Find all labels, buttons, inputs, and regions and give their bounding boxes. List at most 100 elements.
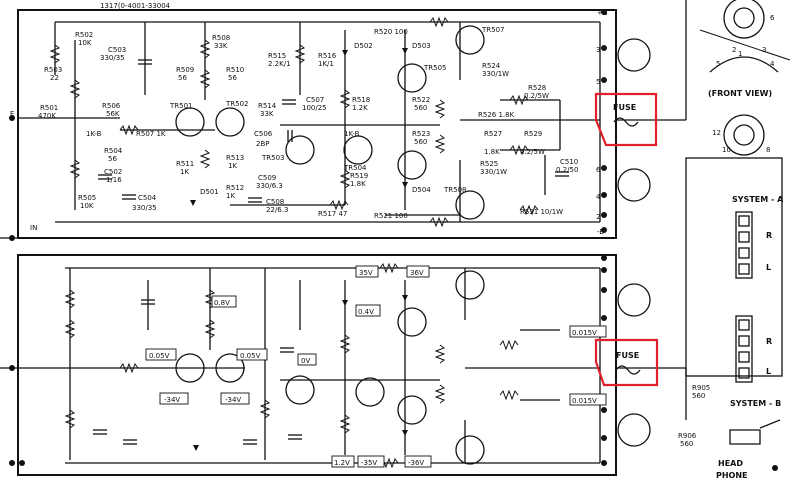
tr508-symbol	[455, 190, 485, 220]
v36-tag: 36V	[410, 269, 424, 277]
r518-value: 1.2K	[352, 104, 368, 112]
r516-label: R516	[318, 52, 337, 60]
r529-label: R529	[524, 130, 542, 138]
terminal-6: 6	[596, 166, 601, 174]
vm36-tag: -36V	[408, 459, 424, 467]
v005b-tag: 0.05V	[240, 352, 261, 360]
r520-label: R520 100	[374, 28, 408, 36]
headphone-block: R905 560 R906 560 HEAD PHONE	[678, 384, 781, 480]
r512-value: 1K	[226, 192, 235, 200]
pot-1k-b-a: 1K-B	[86, 130, 102, 138]
d502-label: D502	[354, 42, 373, 50]
r531-label: R531 10/1W	[520, 208, 563, 216]
c510-label: C510	[560, 158, 578, 166]
r515-value: 2.2K/1	[268, 60, 291, 68]
r528-value: 0.2/5W	[524, 92, 549, 100]
fuse-bottom-symbol	[615, 365, 641, 375]
r523-value: 560	[414, 138, 427, 146]
system-b-r: R	[766, 337, 772, 346]
r514-label: R514	[258, 102, 277, 110]
bottom-voltage-tags: 35V 36V 0.8V 0.4V 0.05V 0.05V 0V 0.015V …	[145, 265, 607, 468]
r525-value: 330/1W	[480, 168, 507, 176]
top-resistors	[49, 16, 539, 228]
c503-value: 330/35	[100, 54, 125, 62]
r509-label: R509	[176, 66, 194, 74]
r525-label: R525	[480, 160, 498, 168]
r518-label: R518	[352, 96, 370, 104]
r506-value: 56K	[106, 110, 120, 118]
v35-tag: 35V	[359, 269, 373, 277]
headphone-label-2: PHONE	[716, 471, 748, 480]
terminal-2: 2	[596, 213, 600, 221]
front-view-socket-bottom: 12 10 8	[712, 114, 770, 156]
top-terminals: 3 5 6 4 2	[596, 9, 607, 233]
socket-pin-8: 8	[766, 146, 770, 154]
terminal-4: 4	[596, 193, 601, 201]
tr507-symbol	[455, 25, 485, 55]
terminal-3: 3	[596, 46, 600, 54]
r509-value: 56	[178, 74, 187, 82]
v0-tag: 0V	[301, 357, 310, 365]
system-a-r: R	[766, 231, 772, 240]
header-code: 1317(0-4001-33004	[100, 2, 171, 10]
r513-label: R513	[226, 154, 244, 162]
socket-pin-4: 4	[770, 60, 775, 68]
r528-label: R528	[528, 84, 546, 92]
tr505-symbol	[397, 63, 427, 93]
speaker-panel-frame	[685, 157, 783, 377]
front-view-socket-top: 1 2 3 4 5 6 (FRONT VIEW)	[699, 0, 791, 98]
r519-value: 1.8K	[350, 180, 366, 188]
pot-1k-b-b: 1K-B	[344, 130, 360, 138]
top-caps-diodes	[98, 48, 569, 206]
r501-value: 470K	[38, 112, 56, 120]
bottom-terminals	[9, 115, 607, 466]
r527-value: 1.8K	[484, 148, 500, 156]
system-b-l: L	[766, 367, 771, 376]
c508-value: 22/6.3	[266, 206, 288, 214]
r524-value: 330/1W	[482, 70, 509, 78]
r905-label: R905	[692, 384, 710, 392]
system-b-block: R L SYSTEM - B	[730, 315, 781, 408]
r511-value: 1K	[180, 168, 189, 176]
v12-tag: 1.2V	[334, 459, 350, 467]
tr505-label: TR505	[423, 64, 447, 72]
v005a-tag: 0.05V	[149, 352, 170, 360]
r504-label: R504	[104, 147, 123, 155]
bottom-transistors	[175, 270, 651, 465]
r502-label: R502	[75, 31, 93, 39]
socket-pin-12: 12	[712, 129, 721, 137]
r503-value: 22	[50, 74, 59, 82]
fuse-top-symbol	[613, 117, 639, 127]
r514-value: 33K	[260, 110, 274, 118]
d501-label: D501	[200, 188, 219, 196]
output-transistor-top-1	[617, 38, 651, 72]
r503-label: R503	[44, 66, 62, 74]
fuse-top-label: FUSE	[613, 103, 636, 112]
r511-label: R511	[176, 160, 194, 168]
c502-label: C502	[104, 168, 122, 176]
vm34b-tag: -34V	[225, 396, 241, 404]
r508-label: R508	[212, 34, 230, 42]
v04-tag: 0.4V	[358, 308, 374, 316]
r524-label: R524	[482, 62, 501, 70]
minus-b-label: -B	[597, 228, 604, 236]
socket-pin-5: 5	[716, 60, 720, 68]
r504-value: 56	[108, 155, 117, 163]
r505-label: R505	[78, 194, 96, 202]
c506-value: 2BP	[256, 140, 269, 148]
r516-value: 1K/1	[318, 60, 334, 68]
c506-label: C506	[254, 130, 273, 138]
tr506-symbol	[397, 150, 427, 180]
top-channel-wiring	[18, 21, 686, 223]
r526-label: R526 1.8K	[478, 111, 515, 119]
socket-pin-2: 2	[732, 46, 736, 54]
c509-value: 330/6.3	[256, 182, 283, 190]
c509-label: C509	[258, 174, 276, 182]
r507-label: R507 1K	[136, 130, 166, 138]
r906-value: 560	[680, 440, 693, 448]
r510-label: R510	[226, 66, 244, 74]
tr504-label: TR504	[343, 164, 367, 172]
top-labels: R502 10K R503 22 R501 470K R506 56K R504…	[10, 9, 608, 236]
r529-value: 0.2/5W	[520, 148, 545, 156]
bottom-caps-diodes	[93, 295, 408, 451]
